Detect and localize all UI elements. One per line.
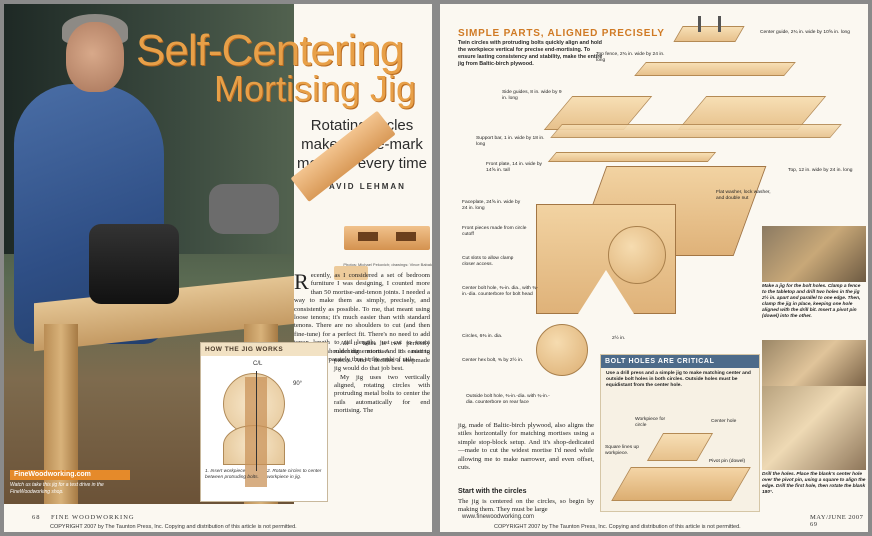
- label-two-half: 2½ in.: [612, 336, 626, 341]
- plunge-router: [89, 224, 179, 304]
- website-folio: www.finewoodworking.com: [462, 514, 535, 520]
- label-center-guide: Center guide, 2¾ in. wide by 10⅝ in. lon…: [760, 30, 850, 35]
- circle-blank: [646, 433, 714, 461]
- side-caption-2: Drill the holes. Place the blank's cente…: [762, 472, 866, 495]
- label-center-bolt-hole: Center bolt hole, ⅜-in. dia., with ¾-in.…: [462, 286, 538, 297]
- mortised-board-image: [344, 226, 430, 250]
- label-top-fence: Top fence, 2¾ in. wide by 24 in. long: [596, 52, 665, 63]
- label-circles: Circles, 6⅜ in. dia.: [462, 334, 503, 339]
- label-flat-washer: Flat washer, lock washer, and double nut: [716, 190, 771, 201]
- top-part: [550, 124, 842, 138]
- section-heading: SIMPLE PARTS, ALIGNED PRECISELY: [458, 28, 665, 39]
- how-jig-works-inset: HOW THE JIG WORKS C/L 90° 1. Insert work…: [200, 342, 328, 502]
- copyright-right: COPYRIGHT 2007 by The Taunton Press, Inc…: [494, 524, 741, 530]
- loose-tenon-image: [334, 266, 368, 280]
- upper-circle-part: [608, 226, 666, 284]
- article-title-line1: Self-Centering: [136, 26, 404, 75]
- article-title-line2: Mortising Jig: [214, 68, 417, 109]
- website-badge[interactable]: FineWoodworking.com: [10, 470, 130, 480]
- copyright-left: COPYRIGHT 2007 by The Taunton Press, Inc…: [50, 524, 297, 530]
- support-bar-part: [547, 152, 717, 162]
- drill-table-jig: [611, 467, 751, 501]
- byline: BY DAVID LEHMAN: [302, 182, 406, 191]
- top-fence-part: [634, 62, 796, 76]
- label-outside-hole: Outside bolt hole, ⅜-in.-dia. with ¾-in.…: [466, 394, 550, 405]
- jig-photo-3: [762, 386, 866, 470]
- bench-grinder: [209, 184, 279, 234]
- label-support-bar: Support bar, 1 in. wide by 18 in. long: [476, 136, 545, 147]
- centerline-label: C/L: [253, 361, 263, 367]
- left-folio: 68 FINE WOODWORKING: [32, 514, 135, 521]
- label-top: Top, 12 in. wide by 24 in. long: [788, 168, 853, 173]
- label-center-hex: Center hex bolt, ⅜ by 2½ in.: [462, 358, 524, 363]
- left-page: Self-Centering Mortising Jig Rotating ci…: [4, 4, 432, 532]
- bolt-holes-text: Use a drill press and a simple jig to ma…: [606, 371, 751, 389]
- centerline: [256, 371, 257, 471]
- website-note: Watch us take this jig for a test drive …: [10, 482, 104, 495]
- right-folio: MAY/JUNE 2007 69: [810, 514, 864, 528]
- drop-cap: R: [294, 269, 309, 294]
- center-guide-part: [673, 26, 745, 42]
- label-faceplate: Faceplate, 24⅝ in. wide by 24 in. long: [462, 200, 521, 211]
- side-caption-1: Make a jig for the bolt holes. Clamp a f…: [762, 284, 861, 319]
- bolt-holes-box: BOLT HOLES ARE CRITICAL Use a drill pres…: [600, 354, 760, 512]
- body-column-right: jig, made of Baltic-birch plywood, also …: [458, 422, 594, 472]
- photo-credit: Photos: Michael Pekovich; drawings: Vinc…: [343, 262, 432, 267]
- subhead: Start with the circles: [458, 488, 527, 495]
- label-front-pieces: Front pieces made from circle cutoff: [462, 226, 527, 237]
- right-page: SIMPLE PARTS, ALIGNED PRECISELY Twin cir…: [440, 4, 868, 532]
- jig-photo-2: [762, 340, 866, 386]
- label-cut-slots: Cut slots to allow clamp closer access.: [462, 256, 514, 267]
- label-front-plate: Front plate, 14 in. wide by 14⅝ in. tall: [486, 162, 543, 173]
- section-deck: Twin circles with protruding bolts quick…: [458, 40, 603, 67]
- inset-title: HOW THE JIG WORKS: [201, 343, 327, 356]
- angle-label: 90°: [293, 381, 303, 387]
- bolt-holes-title: BOLT HOLES ARE CRITICAL: [601, 355, 759, 368]
- label-side-guides: Side guides, 8 in. wide by 9 in. long: [502, 90, 562, 101]
- lower-circle-part: [536, 324, 588, 376]
- jig-photo-1: [762, 226, 866, 282]
- body-column-2: All it takes is two perfectly matching m…: [334, 340, 430, 415]
- body-column-right-2: The jig is centered on the circles, so b…: [458, 498, 594, 514]
